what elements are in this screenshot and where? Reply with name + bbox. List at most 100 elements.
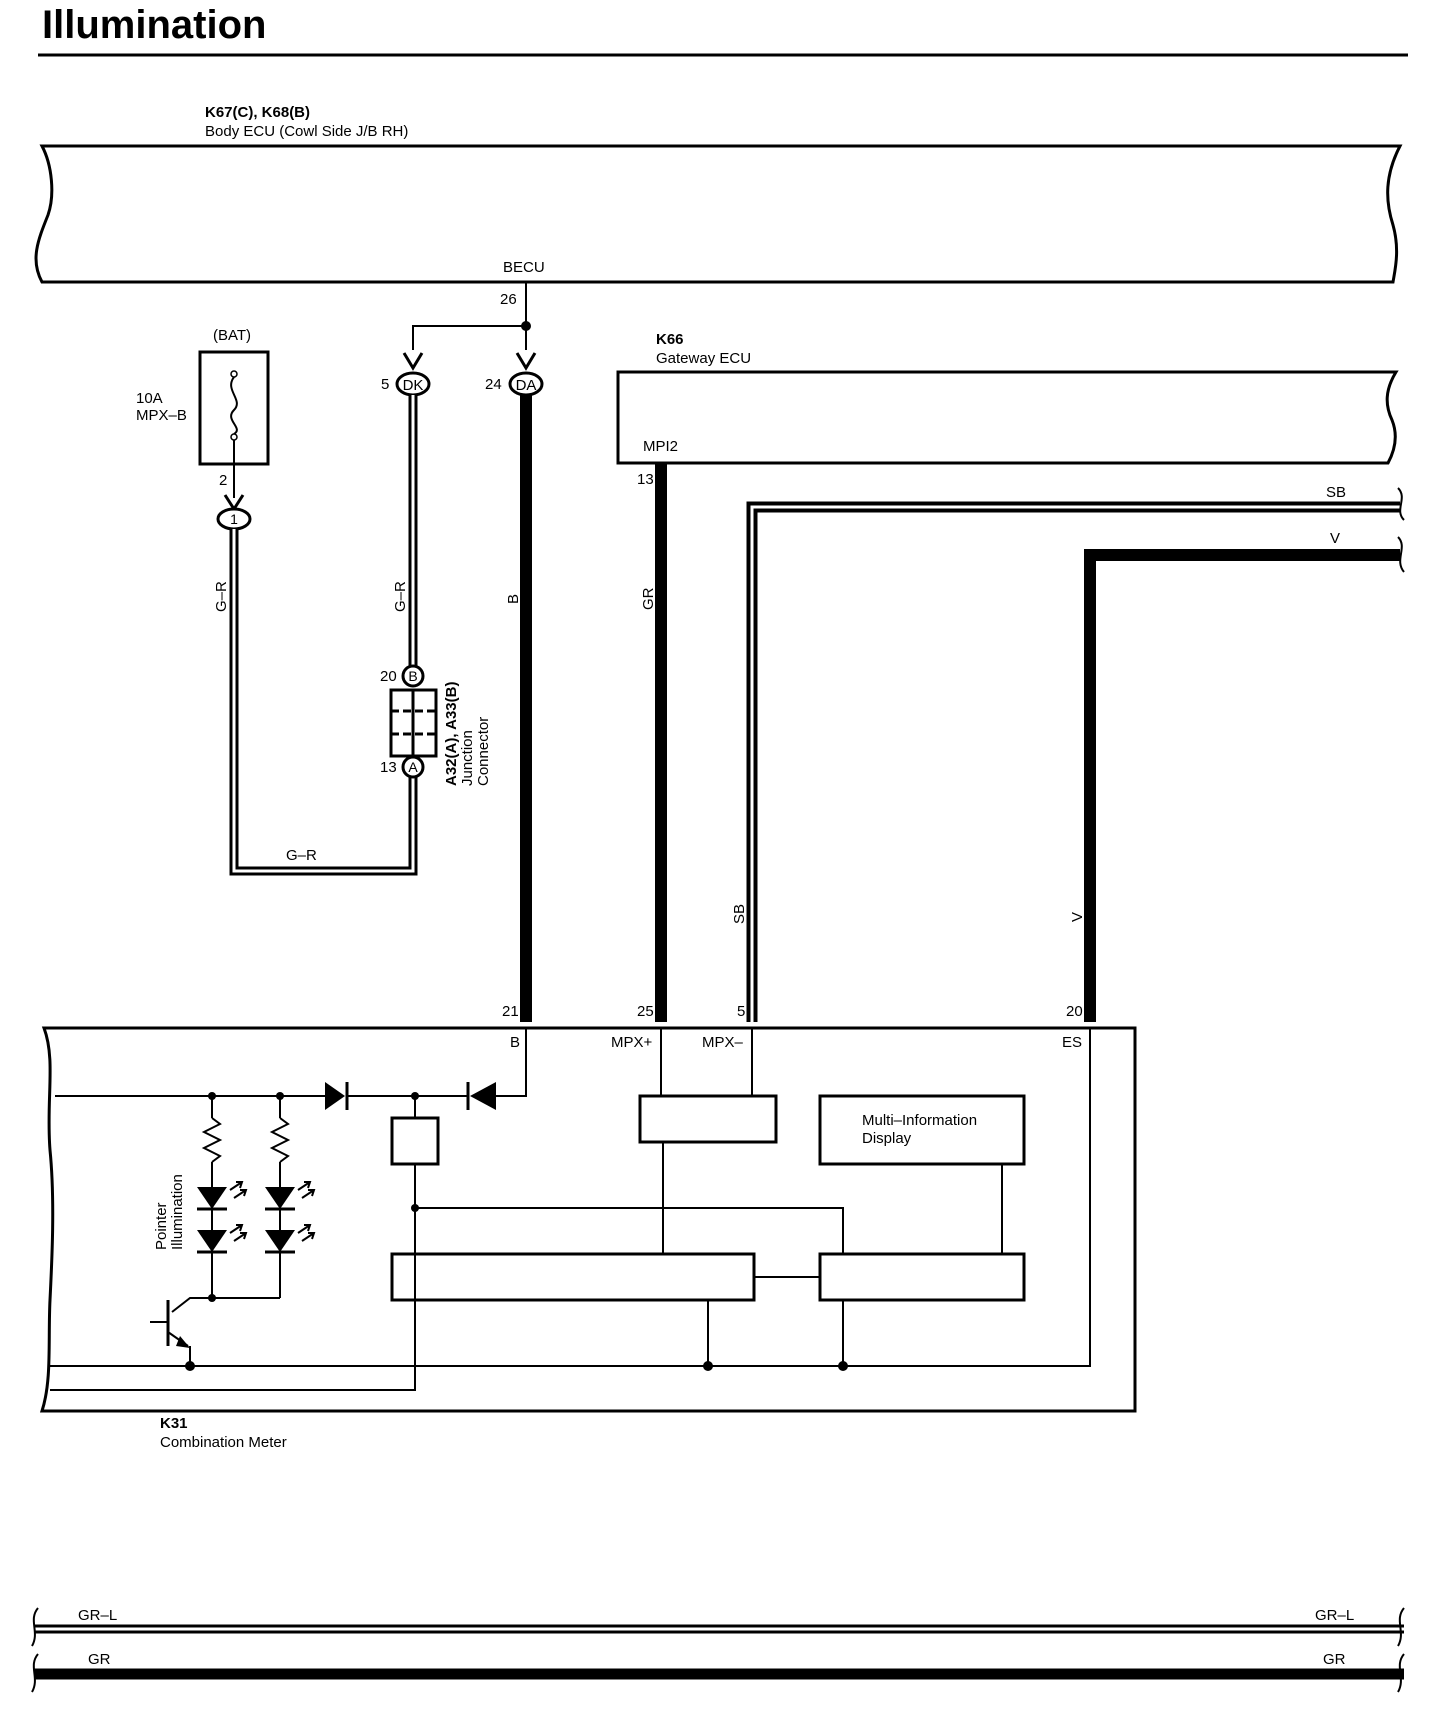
- jc-ref: A32(A), A33(B): [443, 682, 460, 786]
- fuse-source: (BAT): [213, 327, 251, 344]
- sb-wire-label-top: SB: [1326, 484, 1346, 501]
- multi-info-display-box: [818, 1094, 1026, 1166]
- v-wire-label-vertical: V: [1069, 912, 1086, 922]
- transistor-arrow-icon: [176, 1336, 190, 1348]
- fuse-icon: [230, 376, 238, 435]
- da-code: DA: [516, 377, 537, 394]
- gr-label-left: GR: [88, 1651, 111, 1668]
- b-internal-wire: [496, 1028, 527, 1097]
- g-r-label-left: G–R: [213, 581, 230, 612]
- gr-l-break-right: [1397, 1607, 1405, 1647]
- dk-arrow: [402, 352, 424, 371]
- da-pin: 24: [485, 376, 502, 393]
- da-arrow: [515, 352, 537, 371]
- g-r-label-bottom: G–R: [286, 847, 317, 864]
- jc-bottom-connector: [401, 755, 425, 779]
- gr-l-break-left: [31, 1607, 39, 1647]
- page-title: Illumination: [42, 3, 266, 47]
- gr-label-right: GR: [1323, 1651, 1346, 1668]
- v-wire-break: [1397, 536, 1405, 573]
- pointer-line1: Pointer: [153, 1202, 170, 1250]
- g-r-wire-loop-inner: [232, 529, 415, 873]
- gr-l-label-right: GR–L: [1315, 1607, 1354, 1624]
- becu-terminal: BECU: [503, 259, 545, 276]
- led-1b-rays: [229, 1224, 248, 1242]
- gateway-pin: 13: [637, 471, 654, 488]
- gateway-ecu-ref: K66: [656, 331, 684, 348]
- jc-top-letter: B: [408, 668, 417, 684]
- fuse-rating: 10A: [136, 390, 163, 407]
- meter-term-b: B: [510, 1034, 520, 1051]
- jc-line1: Junction: [459, 730, 476, 786]
- meter-term-mpxm: MPX–: [702, 1034, 744, 1051]
- sb-wire-break: [1397, 487, 1405, 521]
- gateway-ecu-name: Gateway ECU: [656, 350, 751, 367]
- mid-line1: Multi–Information: [862, 1112, 977, 1129]
- mid-line2: Display: [862, 1130, 912, 1147]
- gr-wire-label: GR: [640, 587, 657, 610]
- v-wire: [1084, 549, 1400, 1022]
- sb-wire-inner: [750, 505, 1400, 1022]
- sb-wire: [746, 501, 1400, 1022]
- jc-label-group: A32(A), A33(B) Junction Connector: [443, 682, 492, 786]
- led-1a-rays: [229, 1181, 248, 1199]
- fuse-pin: 2: [219, 472, 227, 489]
- combination-meter-box: [39, 1026, 1137, 1413]
- pointer-line2: Illumination: [169, 1174, 186, 1250]
- relay-box: [390, 1116, 440, 1166]
- transistor-collector: [171, 1297, 212, 1313]
- meter-pin-21: 21: [502, 1003, 519, 1020]
- becu-branch-wire: [412, 325, 526, 350]
- gateway-terminal: MPI2: [643, 438, 678, 455]
- led-2a-icon: [265, 1187, 295, 1209]
- meter-pin-5: 5: [737, 1003, 745, 1020]
- meter-pin-20: 20: [1066, 1003, 1083, 1020]
- led-1a-icon: [197, 1187, 227, 1209]
- led-2b-rays: [297, 1224, 316, 1242]
- becu-pin: 26: [500, 291, 517, 308]
- resistor-1-icon: [201, 1117, 223, 1163]
- diode-left-icon: [325, 1082, 345, 1110]
- mpx-interface-box: [638, 1094, 778, 1144]
- g-r-wire-loop: [229, 529, 418, 876]
- ctrl-box: [818, 1252, 1026, 1302]
- gateway-ecu-box: [616, 370, 1399, 465]
- v-wire-label-top: V: [1330, 530, 1340, 547]
- dk-code: DK: [403, 377, 424, 394]
- jc-line2: Connector: [475, 717, 492, 786]
- led-1b-icon: [197, 1230, 227, 1252]
- jc-bottom-pin: 13: [380, 759, 397, 776]
- relay-to-ctrl: [415, 1207, 844, 1254]
- led-2a-rays: [297, 1181, 316, 1199]
- meter-name: Combination Meter: [160, 1434, 287, 1451]
- led-2b-icon: [265, 1230, 295, 1252]
- jc-top-pin: 20: [380, 668, 397, 685]
- diode-right-icon: [470, 1082, 496, 1110]
- g-r-label-right: G–R: [392, 581, 409, 612]
- fuse-connector-num: 1: [230, 511, 238, 527]
- gr-break-right: [1397, 1653, 1405, 1693]
- fuse-contact-bottom: [230, 433, 238, 441]
- meter-term-es: ES: [1062, 1034, 1082, 1051]
- body-ecu-box: [34, 144, 1403, 284]
- resistor-2-icon: [269, 1117, 291, 1163]
- body-ecu-ref: K67(C), K68(B): [205, 104, 310, 121]
- meter-pin-25: 25: [637, 1003, 654, 1020]
- es-ground-bus: [50, 1028, 1091, 1367]
- sb-wire-label-vertical: SB: [731, 904, 748, 924]
- body-ecu-name: Body ECU (Cowl Side J/B RH): [205, 123, 408, 140]
- fuse-contact-top: [230, 370, 238, 378]
- meter-ref: K31: [160, 1415, 188, 1432]
- gr-break-left: [31, 1653, 39, 1693]
- dk-pin: 5: [381, 376, 389, 393]
- meter-term-mpxp: MPX+: [611, 1034, 653, 1051]
- cpu-box: [390, 1252, 756, 1302]
- fuse-name: MPX–B: [136, 407, 187, 424]
- b-wire-label: B: [505, 594, 522, 604]
- gr-l-label-left: GR–L: [78, 1607, 117, 1624]
- jc-bottom-letter: A: [408, 759, 418, 775]
- pointer-illum-label: Pointer Illumination: [153, 1174, 186, 1250]
- relay-bottom-bus: [50, 1300, 416, 1391]
- jc-top-connector: [401, 664, 425, 688]
